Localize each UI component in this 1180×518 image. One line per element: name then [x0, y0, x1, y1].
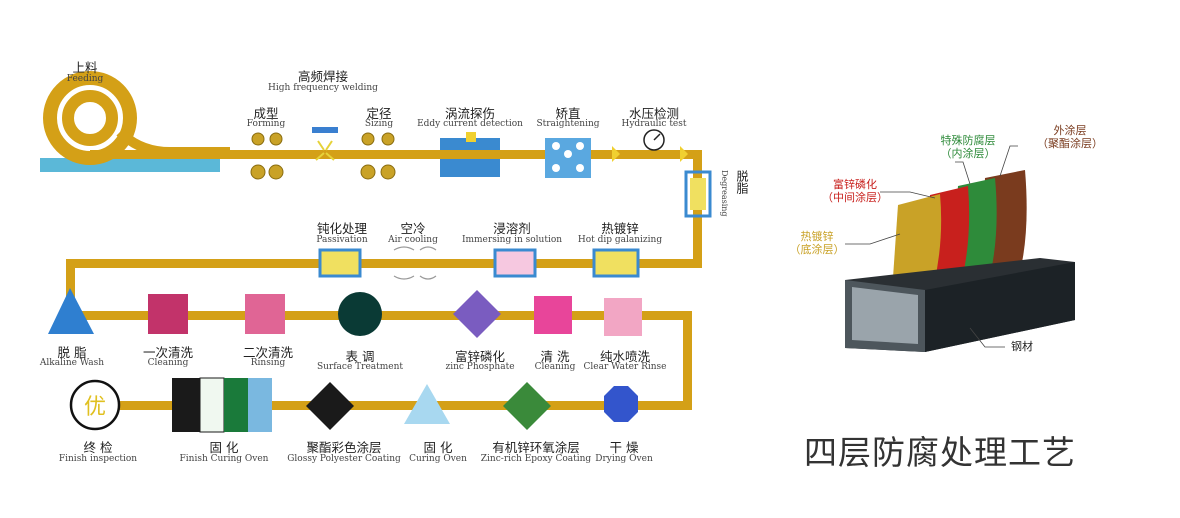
air-cooling-en: Air cooling: [388, 235, 438, 245]
badge-text: 优: [84, 395, 106, 420]
hydraulic-gauge: [643, 129, 688, 162]
epoxy-cn: 有机锌环氧涂层: [492, 440, 580, 455]
air-cooling-cn: 空冷: [400, 221, 426, 236]
steel-label: 钢材: [1011, 340, 1033, 353]
pipe-row4: [95, 401, 692, 410]
cleaning1-square: [148, 294, 188, 334]
clear-rinse-cn: 纯水喷洗: [599, 349, 651, 364]
special-layer-label: 特殊防腐层 （内涂层）: [941, 134, 996, 160]
pipe-right-2: [683, 311, 692, 409]
special-layer-line2: （内涂层）: [940, 147, 996, 160]
eddy-en: Eddy current detection: [417, 119, 523, 129]
cleaning1-cn: 一次清洗: [142, 345, 194, 360]
glossy-cn: 聚酯彩色涂层: [306, 440, 382, 455]
forming-rollers: [250, 132, 284, 180]
curing-cn: 固 化: [423, 440, 453, 455]
coated-pipe-illustration: [845, 170, 1075, 352]
outer-layer-line2: （聚酯涂层）: [1037, 137, 1103, 150]
eddy-current-unit: [440, 132, 500, 177]
hot-dip-layer-label: 热镀锌 （底涂层）: [790, 230, 845, 256]
surface-en: Surface Treatment: [316, 362, 404, 372]
sizing-en: Sizing: [364, 119, 394, 129]
degreasing-tank: [684, 170, 712, 218]
zinc-phos-line1: 富锌磷化: [833, 178, 877, 191]
feeding-cn: 上料: [72, 60, 98, 75]
glossy-coating-diamond: [306, 382, 354, 430]
phosphate-en: zinc Phosphate: [445, 362, 515, 372]
drying-en: Drying Oven: [595, 454, 653, 464]
rinsing-cn: 二次清洗: [242, 345, 294, 360]
cleaning2-cn: 清 洗: [540, 349, 570, 364]
surface-cn: 表 调: [345, 349, 375, 364]
clear-rinse-square: [604, 298, 642, 336]
rinsing-en: Rinsing: [250, 358, 286, 368]
alkaline-en: Alkaline Wash: [39, 358, 105, 368]
glossy-en: Glossy Polyester Coating: [287, 454, 401, 464]
drying-cn: 干 燥: [609, 440, 639, 455]
phosphate-diamond: [453, 290, 501, 338]
eddy-cn: 涡流探伤: [444, 106, 496, 121]
outer-layer-label: 外涂层 （聚酯涂层）: [1037, 124, 1103, 150]
finish-curing-en: Finish Curing Oven: [179, 454, 269, 464]
straightening-en: Straightening: [536, 119, 600, 129]
pipe-row2: [66, 259, 702, 268]
surface-treatment-circle: [338, 292, 382, 336]
hf-welding-en: High frequency welding: [268, 83, 378, 93]
epoxy-en: Zinc-rich Epoxy Coating: [480, 454, 592, 464]
hydraulic-en: Hydraulic test: [621, 119, 687, 129]
curing-en: Curing Oven: [409, 454, 467, 464]
finish-insp-cn: 终 检: [83, 440, 113, 455]
alkaline-wash-triangle: [48, 288, 94, 334]
rinsing-square: [245, 294, 285, 334]
straightening-cn: 矫直: [555, 106, 581, 121]
immersing-tank: [493, 248, 537, 278]
hydraulic-cn: 水压检测: [628, 106, 680, 121]
cleaning1-en: Cleaning: [147, 358, 189, 368]
cleaning2-square: [534, 296, 572, 334]
passivation-en: Passivation: [316, 235, 368, 245]
hf-welding-cn: 高频焊接: [297, 69, 349, 84]
pipe-row1: [90, 150, 702, 159]
outer-layer-line1: 外涂层: [1053, 124, 1087, 137]
finish-curing-cn: 固 化: [209, 440, 239, 455]
leader-lines: [845, 145, 1018, 348]
zinc-phos-line2: （中间涂层）: [822, 191, 888, 204]
hot-dip-cn: 热镀锌: [601, 221, 639, 236]
phosphate-cn: 富锌磷化: [454, 349, 506, 364]
hot-dip-layer-line1: 热镀锌: [800, 230, 834, 243]
forming-cn: 成型: [253, 106, 279, 121]
passivation-tank: [318, 248, 362, 278]
sizing-rollers: [360, 132, 396, 180]
epoxy-diamond: [503, 382, 551, 430]
welding-head: [312, 127, 338, 161]
degreasing-cn: 脱脂: [735, 170, 749, 194]
finish-insp-en: Finish inspection: [58, 454, 138, 464]
cleaning2-en: Cleaning: [534, 362, 576, 372]
pipe-left-1: [66, 259, 75, 309]
page-title: 四层防腐处理工艺: [804, 433, 1076, 472]
zinc-phos-layer-label: 富锌磷化 （中间涂层）: [822, 178, 888, 204]
hot-dip-tank: [592, 248, 640, 278]
alkaline-cn: 脱 脂: [57, 345, 87, 360]
forming-en: Forming: [246, 119, 286, 129]
finish-curing-oven: [172, 377, 272, 433]
feeding-en: Feeding: [66, 74, 104, 84]
straightening-unit: [545, 138, 591, 178]
passivation-cn: 钝化处理: [316, 221, 368, 236]
degreasing-en: Degreasing: [720, 170, 729, 217]
air-cooling: [393, 246, 437, 280]
hot-dip-en: Hot dip galanizing: [577, 235, 663, 245]
drying-octagon: [604, 386, 638, 422]
clear-rinse-en: Clear Water Rinse: [583, 362, 667, 372]
finish-inspection-badge: 优: [69, 379, 121, 431]
immersing-cn: 浸溶剂: [493, 221, 531, 236]
curing-oven-triangle: [404, 384, 450, 424]
immersing-en: Immersing in solution: [461, 235, 563, 245]
special-layer-line1: 特殊防腐层: [940, 134, 996, 147]
sizing-cn: 定径: [366, 106, 392, 121]
hot-dip-layer-line2: （底涂层）: [789, 243, 845, 256]
